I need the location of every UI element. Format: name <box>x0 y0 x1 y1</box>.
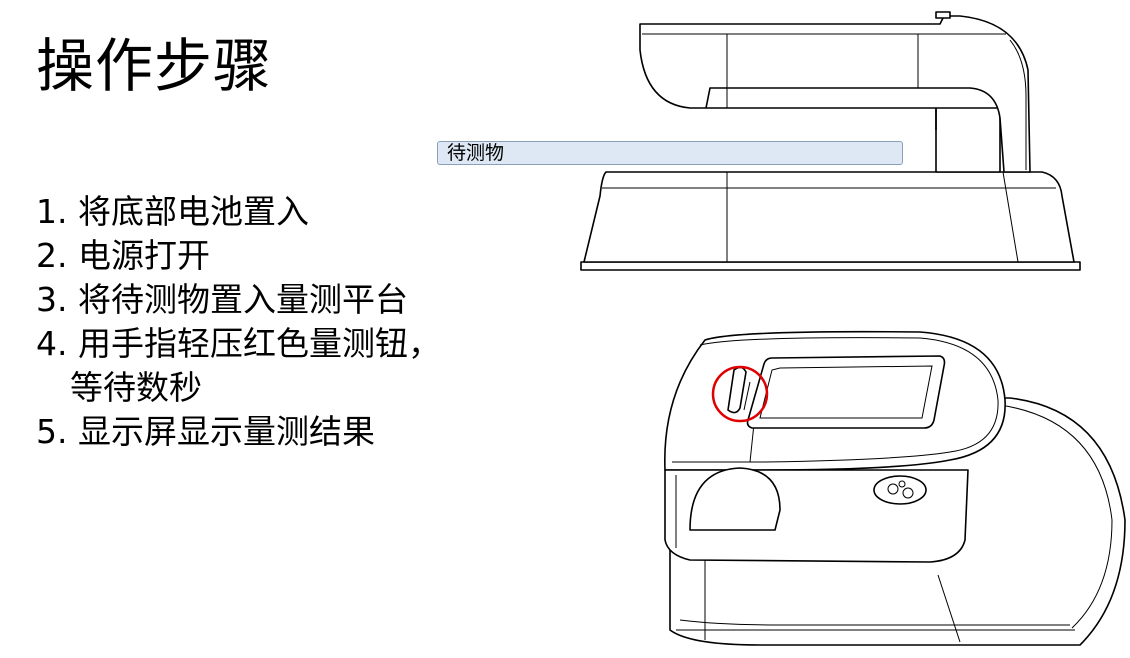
step-5: 5. 显示屏显示量测结果 <box>36 412 375 451</box>
step-3: 3. 将待测物置入量测平台 <box>36 280 408 319</box>
display-window <box>746 355 946 429</box>
side-button <box>935 11 951 19</box>
device-arm <box>639 15 1031 173</box>
step-list: 1. 将底部电池置入 2. 电源打开 3. 将待测物置入量测平台 4. 用手指轻… <box>36 190 441 454</box>
knob <box>873 475 927 505</box>
step-1: 1. 将底部电池置入 <box>36 192 309 231</box>
step-4-continued: 等待数秒 <box>70 368 202 407</box>
highlight-circle <box>711 365 769 423</box>
arch-opening <box>689 467 781 531</box>
device-perspective-view <box>664 330 1126 646</box>
device-side-view <box>580 11 1081 271</box>
base-plate <box>580 261 1081 271</box>
callout-label: 待测物 <box>437 141 903 165</box>
step-2: 2. 电源打开 <box>36 236 210 275</box>
slide-title: 操作步骤 <box>36 32 273 100</box>
step-4: 4. 用手指轻压红色量测钮， <box>36 324 441 363</box>
base-body <box>583 171 1075 263</box>
